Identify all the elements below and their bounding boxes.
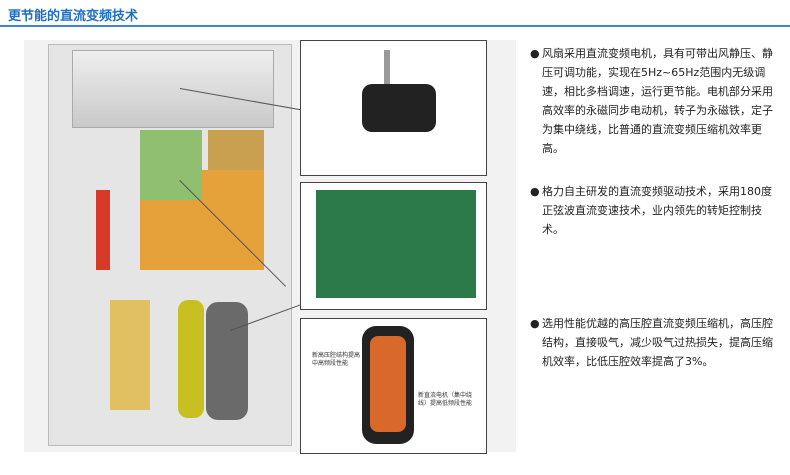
bullet-drive-tech: ● 格力自主研发的直流变频驱动技术，采用180度正弦波直流变速技术，业内领先的转…: [530, 182, 780, 239]
control-board-image: [140, 130, 202, 200]
driver-board-image: [208, 130, 264, 170]
section-header: 更节能的直流变频技术: [0, 0, 790, 24]
bullet-compressor: ● 选用性能优越的高压腔直流变频压缩机，高压腔结构，直接吸气，减少吸气过热损失，…: [530, 314, 780, 371]
fan-image: [72, 50, 274, 128]
pipe-image: [96, 190, 110, 270]
bullet-fan-motor: ● 风扇采用直流变频电机，具有可带出风静压、静压可调功能，实现在5Hz~65Hz…: [530, 44, 780, 158]
accumulator-image: [178, 300, 204, 418]
header-divider: [0, 25, 790, 27]
bullet-icon: ●: [530, 47, 540, 60]
bullet-icon: ●: [530, 317, 540, 330]
drive-pcb-image: [316, 190, 476, 298]
compressor-image: [206, 302, 248, 420]
fan-motor-image: [362, 84, 436, 132]
motor-shaft-image: [384, 50, 390, 86]
bullet-icon: ●: [530, 185, 540, 198]
compressor-core-image: [370, 336, 406, 432]
compressor-label-motor: 新直流电机（集中绕线）提高低频段性能: [418, 392, 473, 407]
pipe-image: [110, 300, 150, 410]
section-title: 更节能的直流变频技术: [8, 9, 139, 24]
compressor-label-high-pressure: 新高压腔结构提高中高频段性能: [312, 352, 361, 367]
